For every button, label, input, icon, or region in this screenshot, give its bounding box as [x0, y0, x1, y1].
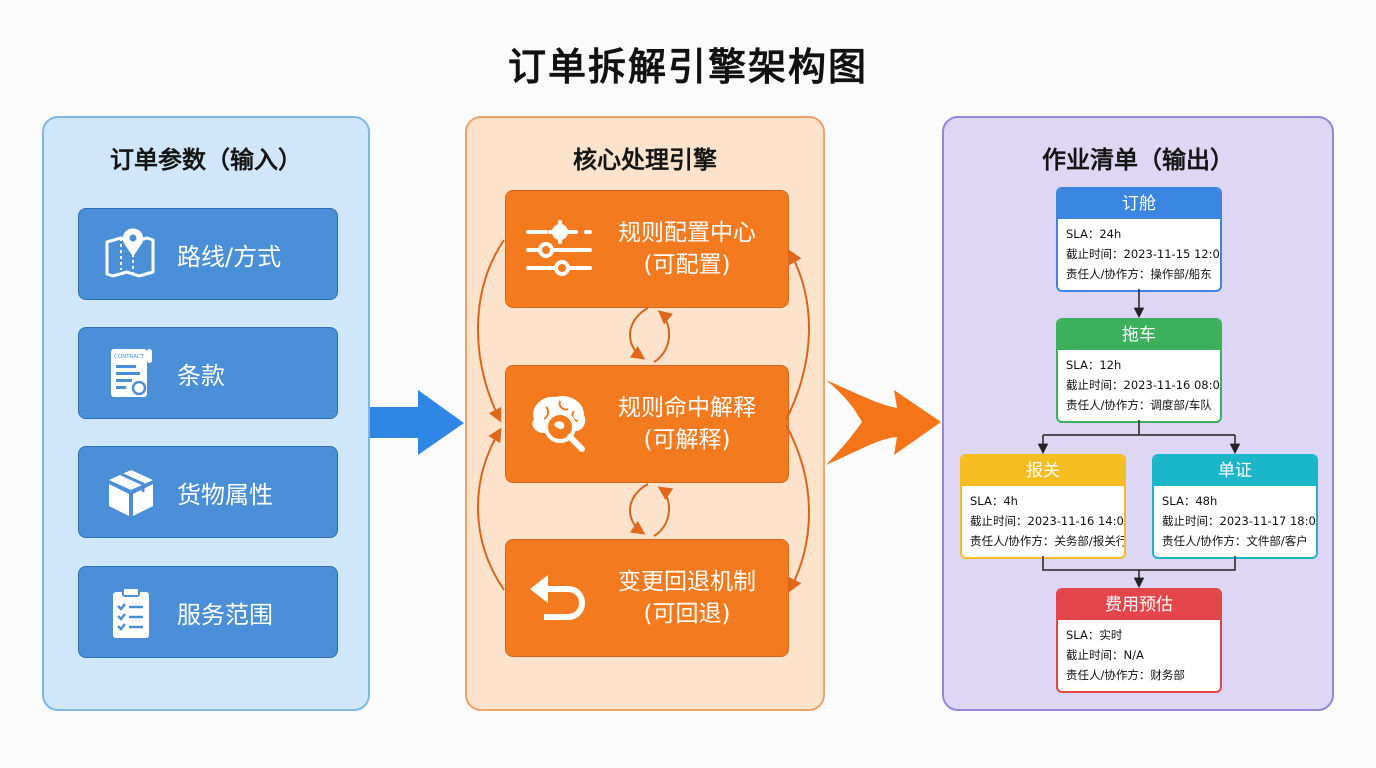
map-pin-icon [103, 226, 159, 282]
task-deadline: 截止时间：2023-11-16 14:00 [970, 514, 1126, 528]
task-sla: SLA：4h [970, 494, 1018, 508]
engine-item-rollback[interactable]: 变更回退机制 (可回退) [505, 539, 789, 657]
input-item-service-scope[interactable]: 服务范围 [78, 566, 338, 658]
task-deadline: 截止时间：N/A [1066, 648, 1144, 662]
task-sla: SLA：12h [1066, 358, 1122, 372]
task-card-title: 订舱 [1058, 189, 1220, 219]
flow-arrow-input-to-engine [370, 390, 464, 455]
task-card-customs[interactable]: 报关 SLA：4h 截止时间：2023-11-16 14:00 责任人/协作方：… [960, 454, 1126, 559]
task-card-booking[interactable]: 订舱 SLA：24h 截止时间：2023-11-15 12:00 责任人/协作方… [1056, 187, 1222, 292]
engine-item-title: 变更回退机制 [618, 569, 756, 595]
engine-item-title: 规则命中解释 [618, 395, 756, 421]
task-card-title: 拖车 [1058, 320, 1220, 350]
task-owner: 责任人/协作方：关务部/报关行 [970, 534, 1126, 548]
engine-panel-title: 核心处理引擎 [573, 146, 717, 174]
task-owner: 责任人/协作方：财务部 [1066, 668, 1185, 682]
engine-panel: 核心处理引擎 规则配置中心 (可配置) [465, 116, 825, 711]
engine-item-subtitle: (可解释) [643, 427, 731, 453]
input-item-label: 条款 [177, 361, 225, 390]
input-item-label: 货物属性 [177, 480, 273, 509]
clipboard-checklist-icon [103, 584, 159, 640]
package-box-icon [103, 464, 159, 520]
task-card-trucking[interactable]: 拖车 SLA：12h 截止时间：2023-11-16 08:00 责任人/协作方… [1056, 318, 1222, 423]
task-deadline: 截止时间：2023-11-15 12:00 [1066, 247, 1222, 261]
input-item-label: 服务范围 [177, 600, 273, 629]
svg-text:CONTRACT: CONTRACT [114, 354, 145, 360]
sliders-gear-icon [524, 214, 594, 284]
input-item-cargo[interactable]: 货物属性 [78, 446, 338, 538]
contract-icon: CONTRACT [103, 345, 159, 401]
flow-arrow-engine-to-output [826, 380, 941, 465]
brain-magnifier-icon [524, 389, 594, 459]
task-owner: 责任人/协作方：文件部/客户 [1162, 534, 1308, 548]
task-deadline: 截止时间：2023-11-17 18:00 [1162, 514, 1318, 528]
input-panel: 订单参数（输入） 路线/方式 CONTRACT 条款 [42, 116, 370, 711]
input-panel-title: 订单参数（输入） [110, 146, 302, 174]
task-card-title: 单证 [1154, 456, 1316, 486]
input-item-terms[interactable]: CONTRACT 条款 [78, 327, 338, 419]
task-sla: SLA：实时 [1066, 628, 1123, 642]
input-item-label: 路线/方式 [177, 242, 282, 271]
task-sla: SLA：24h [1066, 227, 1122, 241]
task-card-title: 报关 [962, 456, 1124, 486]
undo-arrow-icon [524, 563, 594, 633]
input-item-route[interactable]: 路线/方式 [78, 208, 338, 300]
engine-item-rule-config[interactable]: 规则配置中心 (可配置) [505, 190, 789, 308]
task-owner: 责任人/协作方：操作部/船东 [1066, 267, 1212, 281]
engine-item-subtitle: (可回退) [643, 601, 731, 627]
task-sla: SLA：48h [1162, 494, 1218, 508]
task-card-documents[interactable]: 单证 SLA：48h 截止时间：2023-11-17 18:00 责任人/协作方… [1152, 454, 1318, 559]
diagram-title: 订单拆解引擎架构图 [507, 45, 868, 89]
engine-item-title: 规则配置中心 [618, 220, 756, 246]
engine-item-subtitle: (可配置) [643, 252, 731, 278]
output-panel-title: 作业清单（输出） [1042, 146, 1234, 174]
task-card-title: 费用预估 [1058, 590, 1220, 620]
engine-item-rule-explain[interactable]: 规则命中解释 (可解释) [505, 365, 789, 483]
task-deadline: 截止时间：2023-11-16 08:00 [1066, 378, 1222, 392]
task-owner: 责任人/协作方：调度部/车队 [1066, 398, 1212, 412]
task-card-cost-estimate[interactable]: 费用预估 SLA：实时 截止时间：N/A 责任人/协作方：财务部 [1056, 588, 1222, 693]
